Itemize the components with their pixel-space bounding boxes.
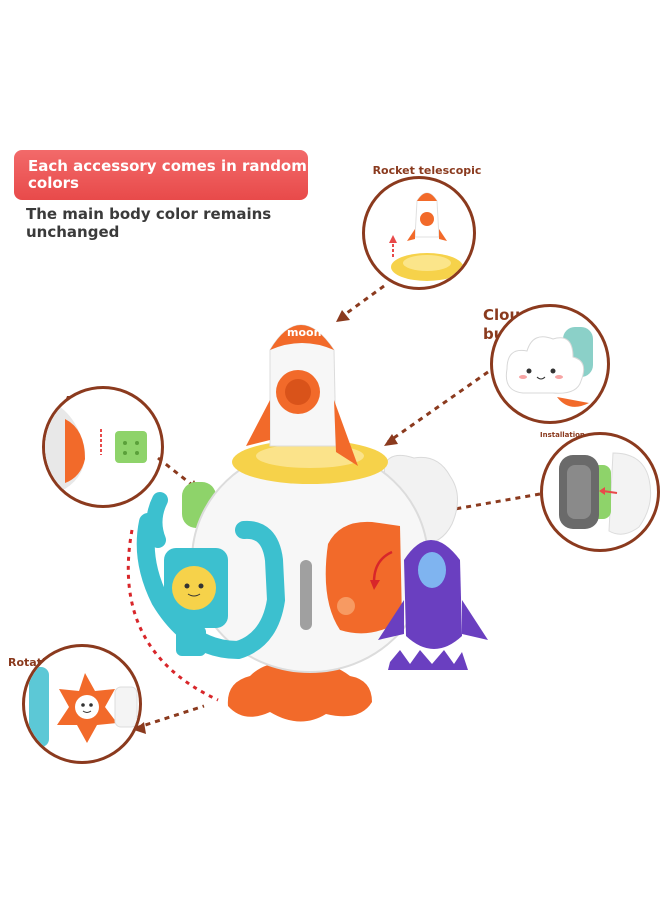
rotating-stars-detail-circle [22,644,142,764]
callout-arrows [135,284,541,730]
rocket-detail-image [389,192,463,281]
callout-installation-label: Installation [540,431,585,439]
toy-orange-panel [325,521,402,634]
toy-purple-rocket [378,540,488,670]
analog-plug-detail-circle [42,386,164,508]
banner-text: Each accessory comes in random colors [28,157,307,192]
installation-detail-circle [540,432,660,552]
banner-subtext: The main body color remains unchanged [26,205,272,241]
toy-base [227,662,372,722]
installation-detail-image [559,452,652,535]
rocket-detail-circle [362,176,476,290]
cloud-detail-circle [490,304,610,424]
rotation-arc [126,529,219,702]
rotating-stars-detail-image [29,667,138,747]
cloud-detail-image [505,327,593,407]
analog-plug-detail-image [45,399,147,489]
rocket-label: moon [287,326,321,339]
toy-steering-wheel [136,492,286,660]
promo-banner [14,150,308,200]
toy-rocket [246,324,358,466]
